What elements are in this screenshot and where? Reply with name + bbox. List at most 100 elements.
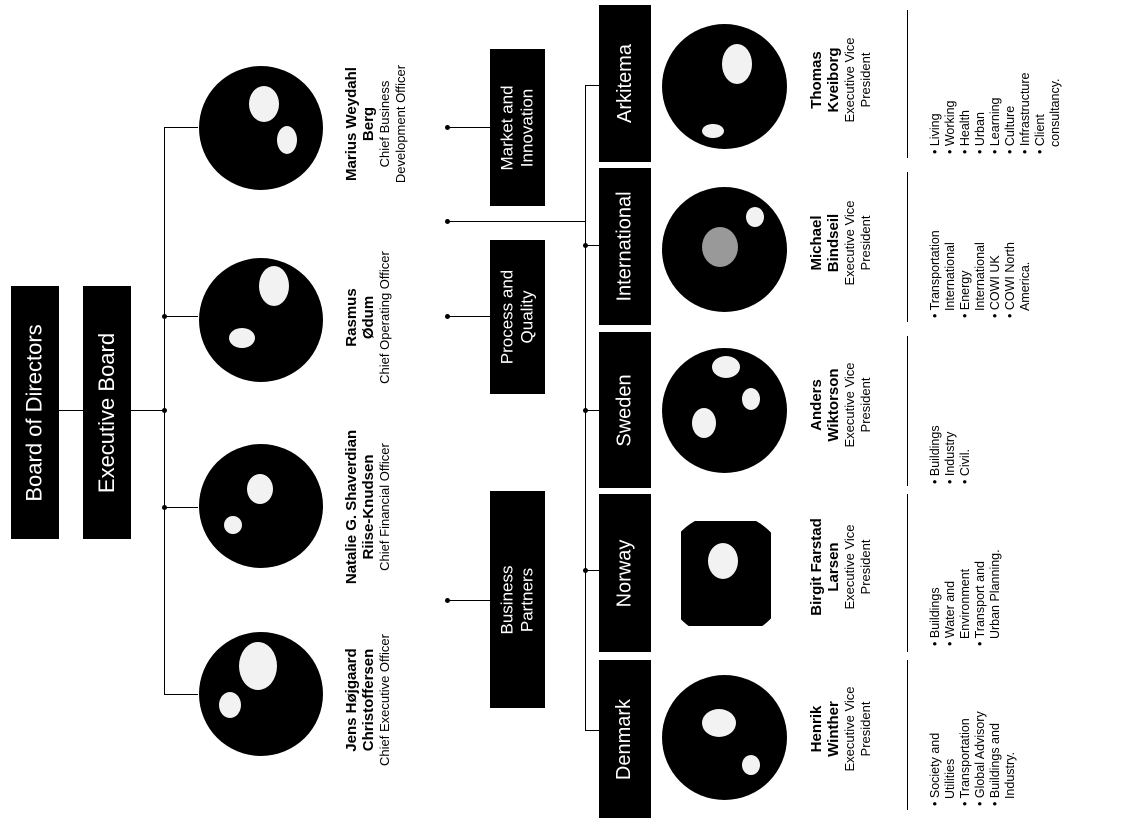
person-name: Winther — [825, 701, 842, 757]
executive-label: Executive Board — [94, 332, 120, 493]
unit-dot — [583, 568, 588, 573]
list-item: Transportation — [928, 168, 943, 318]
unit-label: Sweden — [613, 373, 636, 447]
unit-norway-box: Norway — [599, 494, 651, 652]
list-item: consultancy. — [1048, 78, 1062, 148]
person-title: Executive Vice — [842, 37, 857, 123]
function-label: Process and — [497, 269, 517, 365]
person-name: Rasmus — [343, 288, 360, 347]
avatar — [662, 675, 787, 800]
executive-caption-ceo: Jens Højgaard Christoffersen Chief Execu… — [343, 620, 393, 780]
person-name: Berg — [360, 106, 377, 142]
list-item: COWI North — [1003, 168, 1018, 318]
list-item: Urban Planning. — [988, 549, 1002, 640]
function-label: Market and — [497, 84, 517, 171]
unit-label: Norway — [613, 539, 636, 607]
list-item: Working — [943, 4, 958, 154]
unit-dot — [583, 408, 588, 413]
person-title: President — [858, 539, 873, 595]
board-label: Board of Directors — [22, 323, 48, 502]
list-item: Energy — [958, 168, 973, 318]
avatar — [199, 258, 323, 382]
person-name: Christoffersen — [360, 648, 377, 752]
list-divider — [907, 172, 908, 322]
unit-label: Denmark — [613, 698, 636, 780]
person-title: Chief Business — [377, 80, 392, 168]
avatar — [199, 66, 323, 190]
list-item: Industry. — [1003, 752, 1017, 800]
list-item: Transportation — [958, 656, 973, 806]
units-spine — [585, 85, 586, 730]
person-name: Natalie G. Shaverdian — [343, 429, 360, 585]
list-item: Society and — [928, 656, 943, 806]
unit-caption-sweden: Anders Wiktorson Executive Vice Presiden… — [808, 330, 874, 480]
person-name: Birgit Farstad — [808, 518, 825, 616]
branch-dot — [162, 505, 167, 510]
list-item: America. — [1018, 261, 1032, 312]
unit-international-box: International — [599, 168, 651, 325]
list-item: Buildings and — [988, 656, 1003, 806]
units-connector — [447, 221, 585, 222]
branch-cfo — [164, 507, 198, 508]
executive-board-box: Executive Board — [83, 286, 131, 539]
person-name: Ødum — [360, 295, 377, 340]
unit-branch — [585, 245, 599, 246]
unit-caption-norway: Birgit Farstad Larsen Executive Vice Pre… — [808, 492, 874, 642]
list-item: Civil. — [958, 334, 973, 484]
list-item: International — [943, 242, 957, 312]
function-connector-pq — [447, 316, 490, 317]
person-title: President — [858, 215, 873, 271]
list-divider — [907, 336, 908, 486]
unit-label: Arkitema — [613, 44, 636, 123]
unit-branch — [585, 410, 599, 411]
list-item: COWI UK — [988, 168, 1003, 318]
avatar — [662, 24, 787, 149]
list-item: Utilities — [943, 758, 957, 800]
unit-dot — [583, 243, 588, 248]
avatar — [199, 444, 323, 568]
function-connector-mi — [447, 127, 490, 128]
unit-label: International — [613, 191, 636, 302]
list-item: Health — [958, 4, 973, 154]
list-item: Infrastructure — [1018, 4, 1033, 154]
branch-dot — [162, 314, 167, 319]
list-divider — [907, 494, 908, 652]
function-label: Business — [497, 565, 517, 634]
list-item: Urban — [973, 4, 988, 154]
person-title: Chief Financial Officer — [377, 443, 392, 571]
list-item: Learning — [988, 4, 1003, 154]
function-dot — [445, 314, 450, 319]
person-title: President — [858, 377, 873, 433]
unit-caption-denmark: Henrik Winther Executive Vice President — [808, 654, 874, 804]
person-name: Jens Højgaard — [343, 648, 360, 752]
branch-cbdo — [164, 127, 198, 128]
list-item: Living — [928, 4, 943, 154]
list-item: Transport and — [973, 496, 988, 646]
list-item: Industry — [943, 334, 958, 484]
unit-branch — [585, 570, 599, 571]
function-dot — [445, 598, 450, 603]
list-item: Global Advisory — [973, 656, 988, 806]
avatar — [662, 512, 789, 639]
list-item: International — [973, 242, 987, 312]
list-item: Water and — [943, 496, 958, 646]
person-name: Bindseil — [825, 213, 842, 273]
person-name: Kveiborg — [825, 47, 842, 113]
person-title: President — [858, 52, 873, 108]
person-title: Executive Vice — [842, 524, 857, 610]
unit-list-norway: BuildingsWater andEnvironmentTransport a… — [928, 496, 1003, 646]
units-dot — [445, 219, 450, 224]
person-title: Chief Executive Officer — [377, 634, 392, 766]
branch-coo — [164, 316, 198, 317]
unit-denmark-box: Denmark — [599, 660, 651, 818]
unit-list-international: TransportationInternationalEnergyInterna… — [928, 168, 1033, 318]
unit-caption-international: Michael Bindseil Executive Vice Presiden… — [808, 168, 874, 318]
spine-dot — [162, 408, 167, 413]
person-name: Wiktorson — [825, 368, 842, 442]
person-title: Development Officer — [393, 64, 408, 184]
function-market-innovation: Market and Innovation — [490, 49, 545, 206]
function-process-quality: Process and Quality — [490, 240, 545, 394]
branch-ceo — [164, 694, 198, 695]
board-connector — [59, 410, 83, 411]
function-business-partners: Business Partners — [490, 491, 545, 708]
